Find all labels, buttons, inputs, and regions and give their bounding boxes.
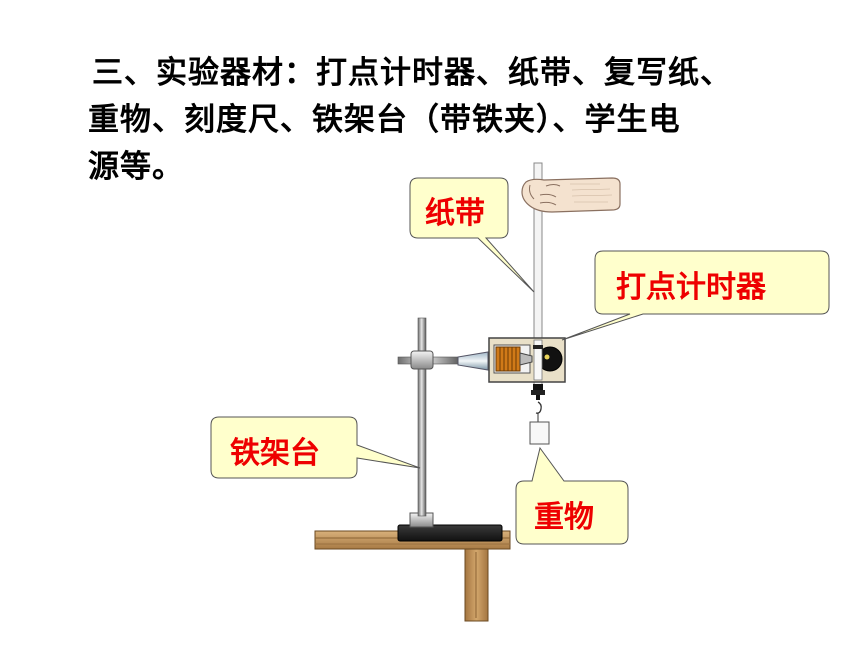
boss-clamp [410,350,434,370]
stand-rod [417,317,427,517]
cone-clamp [457,351,489,371]
callout-iron-stand [210,416,421,479]
table [314,530,511,622]
heading-line-1: 三、实验器材：打点计时器、纸带、复写纸、 [92,55,732,91]
callout-timer [561,250,830,341]
heading-line-3: 源等。 [88,149,184,185]
callout-paper-tape [409,177,535,293]
ticker-timer [488,337,566,383]
callout-weight [515,446,629,545]
weight-hook [531,384,545,422]
callout-iron-stand-label: 铁架台 [230,436,320,471]
stand-base [397,512,503,542]
heading-line-2: 重物、刻度尺、铁架台（带铁夹）、学生电 [88,102,681,138]
heading: 三、实验器材：打点计时器、纸带、复写纸、 重物、刻度尺、铁架台（带铁夹）、学生电… [88,50,832,191]
callout-paper-tape-label: 纸带 [425,196,485,231]
weight-mass [529,421,550,445]
callout-timer-label: 打点计时器 [616,270,766,305]
callout-weight-label: 重物 [534,500,594,535]
hand-icon [521,177,621,213]
